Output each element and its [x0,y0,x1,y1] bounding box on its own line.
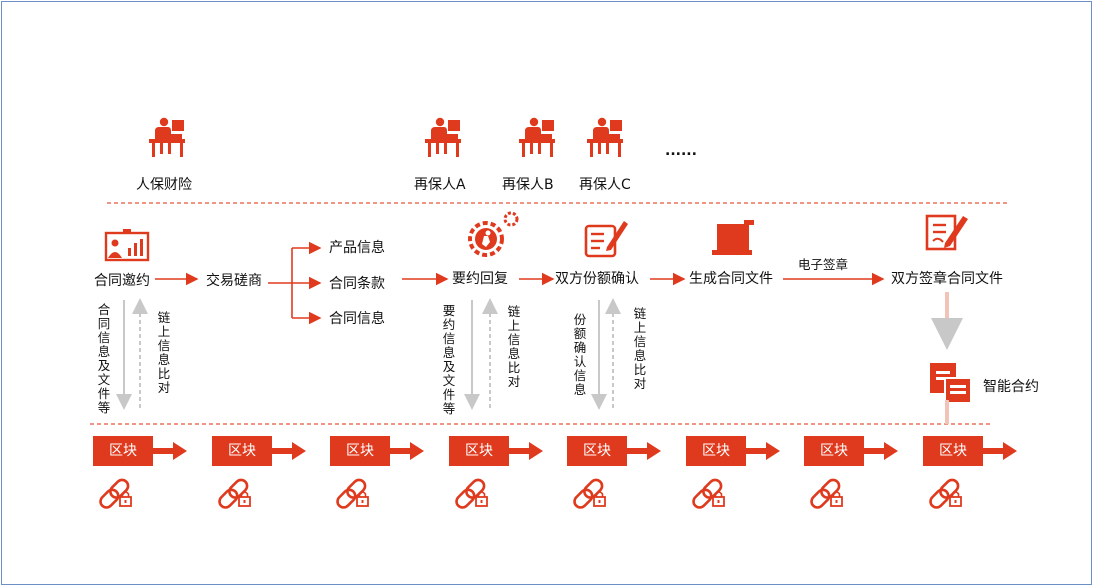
person-at-desk-icon [587,117,623,157]
vertical-label-contract-info: 合同信息及文件等 [97,302,111,415]
chain-lock-icon [452,476,489,512]
sign-document-icon [925,214,968,251]
reinsurer-a-label: 再保人A [414,177,466,193]
esign-label: 电子签章 [798,257,849,272]
block-8: 区块 [923,436,983,466]
chain-lock-icon [333,476,370,512]
person-at-desk-icon [149,117,185,157]
block-arrow-head [173,442,187,460]
block-2: 区块 [212,436,272,466]
chain-lock-icon [926,476,963,512]
vertical-label-chain-compare: 链上信息比对 [633,306,647,391]
block-arrow-head [292,442,306,460]
gear-person-icon [468,211,519,257]
share-confirm-label: 双方份额确认 [555,271,639,287]
chain-lock-icon [215,476,252,512]
presentation-icon [104,229,150,262]
branch-terms-label: 合同条款 [329,276,385,292]
person-at-desk-icon [425,117,461,157]
block-arrow [390,448,412,454]
branch-info-label: 合同信息 [329,311,385,327]
form-edit-icon [584,221,628,258]
offer-reply-label: 要约回复 [452,271,508,287]
block-5: 区块 [567,436,627,466]
chain-lock-icon [689,476,726,512]
block-arrow [272,448,294,454]
person-at-desk-icon [519,117,555,157]
block-arrow [983,448,1005,454]
vertical-label-offer-info: 要约信息及文件等 [442,303,456,416]
block-7: 区块 [804,436,864,466]
contract-invite-label: 合同邀约 [94,273,150,289]
block-arrow-head [410,442,424,460]
chain-lock-icon [570,476,607,512]
vertical-label-chain-compare: 链上信息比对 [157,310,171,395]
block-arrow [153,448,175,454]
chain-lock-icon [807,476,844,512]
ellipsis-more: ...... [665,143,697,159]
reinsurer-c-label: 再保人C [579,177,631,193]
sign-contract-label: 双方签章合同文件 [891,271,1003,287]
insurer-label: 人保财险 [136,177,192,193]
trade-match-label: 交易磋商 [206,273,262,289]
block-arrow [864,448,886,454]
block-arrow-head [884,442,898,460]
smart-contract-label: 智能合约 [983,379,1039,395]
block-arrow [627,448,649,454]
generate-contract-label: 生成合同文件 [689,271,773,287]
block-arrow-head [647,442,661,460]
vertical-label-share-info: 份额确认信息 [573,312,587,397]
block-arrow [746,448,768,454]
block-6: 区块 [686,436,746,466]
branch-product-label: 产品信息 [329,240,385,256]
block-4: 区块 [449,436,509,466]
reinsurer-b-label: 再保人B [502,177,554,193]
block-1: 区块 [93,436,153,466]
chain-lock-icon [96,476,133,512]
vertical-label-chain-compare: 链上信息比对 [507,304,521,389]
scroll-document-icon [712,220,754,255]
block-3: 区块 [330,436,390,466]
block-arrow [509,448,531,454]
block-arrow-head [529,442,543,460]
block-arrow-head [1003,442,1017,460]
smart-contract-icon [930,363,972,404]
block-arrow-head [766,442,780,460]
